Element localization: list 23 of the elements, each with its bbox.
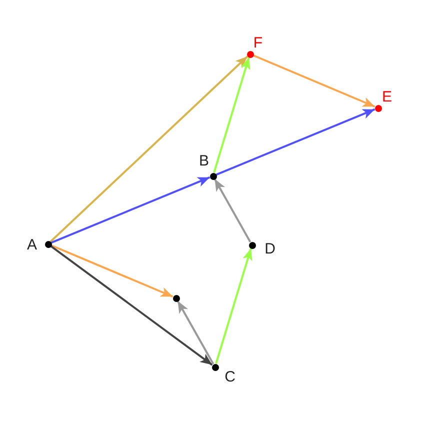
point bbox=[210, 172, 216, 180]
arrow bbox=[50, 244, 174, 298]
arrow bbox=[215, 248, 252, 364]
point-label: E bbox=[382, 90, 392, 104]
point bbox=[44, 240, 52, 248]
arrow bbox=[50, 245, 213, 366]
point-label: A bbox=[27, 238, 37, 252]
point bbox=[172, 294, 180, 302]
point-label: C bbox=[224, 370, 236, 384]
arrow bbox=[213, 57, 250, 173]
arrow bbox=[216, 108, 376, 176]
point bbox=[212, 364, 218, 370]
point-label: D bbox=[264, 242, 276, 256]
point-label: B bbox=[199, 154, 209, 168]
arrow bbox=[252, 54, 376, 108]
arrow bbox=[50, 56, 248, 242]
arrow bbox=[214, 178, 252, 242]
point bbox=[374, 104, 382, 112]
point bbox=[246, 50, 254, 58]
point bbox=[248, 242, 256, 248]
arrow bbox=[176, 300, 214, 364]
point-label: F bbox=[253, 36, 263, 50]
arrow bbox=[50, 176, 210, 244]
